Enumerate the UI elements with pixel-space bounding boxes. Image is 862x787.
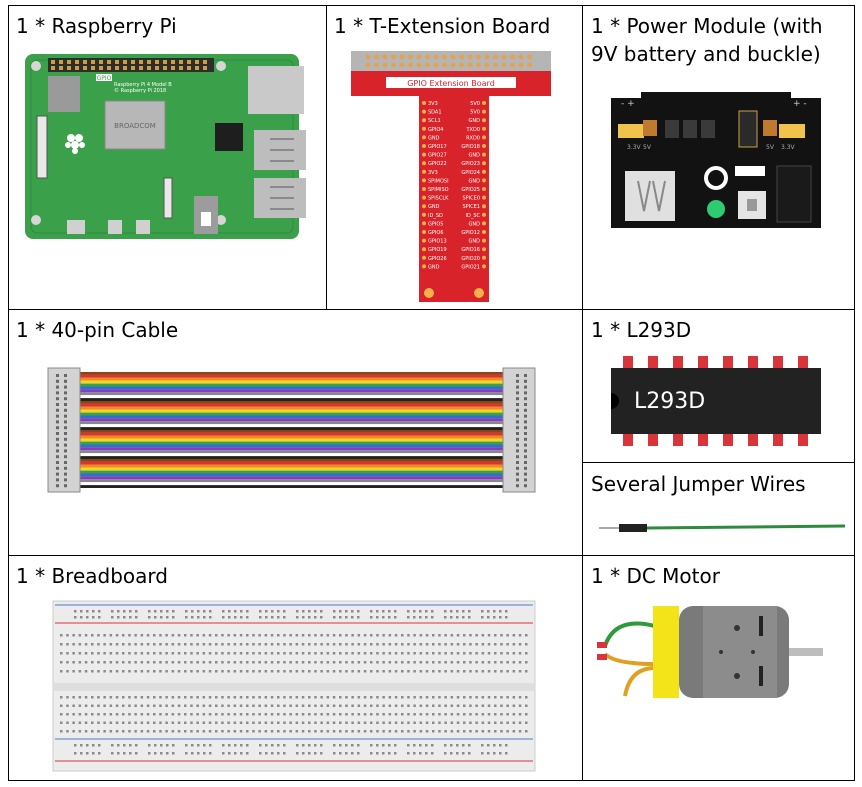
grid-line-left [8, 5, 9, 781]
t-pin-right: 5V0 [470, 110, 480, 116]
grid-line-right [854, 5, 855, 781]
chip-brand-text: BROADCOM [114, 122, 156, 130]
t-pin-left: 3V3 [428, 170, 438, 176]
dc-motor-image [597, 606, 823, 698]
grid-line-bottom [8, 780, 855, 781]
gpio-tag: GPIO [97, 75, 112, 82]
cell-power-module: 1 * Power Module (with 9V battery and bu… [583, 6, 854, 308]
t-pin-left: ID_SD [428, 213, 443, 219]
pm-v-right2: 5V [766, 144, 775, 151]
t-pin-left: GND [428, 264, 440, 270]
t-pin-left: GPIO22 [428, 161, 447, 167]
t-pin-right: RXD0 [466, 135, 480, 141]
svg-text:+ -: + - [793, 99, 807, 109]
t-pin-right: GPIO12 [461, 230, 480, 236]
t-pin-right: GPIO16 [461, 247, 480, 253]
t-pin-left: SDA1 [428, 110, 442, 116]
power-module-image: - + + - 3.3V 5V 3.3V 5V [611, 92, 821, 228]
t-pin-right: GND [469, 118, 481, 124]
t-pin-right: GND [469, 221, 481, 227]
pm-v-left: 3.3V [627, 144, 642, 151]
cell-raspberry-pi: 1 * Raspberry Pi BROADCOM GPIO Raspberry… [8, 6, 326, 308]
t-pin-right: TXD0 [465, 127, 480, 133]
t-pin-left: SPIMOSI [428, 178, 449, 184]
t-pin-left: GPIO13 [428, 239, 447, 245]
t-pin-right: GPIO20 [461, 256, 480, 262]
t-pin-left: SPISCLK [428, 196, 449, 202]
grid-line-top [8, 5, 855, 6]
t-pin-right: ID_SC [466, 213, 481, 219]
svg-text:- +: - + [621, 99, 635, 109]
grid-line-row1 [8, 309, 855, 310]
pm-v-left2: 5V [643, 144, 652, 151]
grid-line-col2 [582, 5, 583, 781]
t-pin-left: GPIO19 [428, 247, 447, 253]
t-pin-right: GPIO21 [461, 264, 480, 270]
t-pin-left: GPIO27 [428, 153, 447, 159]
cable-image [47, 367, 536, 493]
grid-line-row2 [8, 555, 855, 556]
model-line2: © Raspberry Pi 2018 [114, 87, 166, 94]
breadboard-image [52, 600, 536, 772]
t-pin-left: GPIO17 [428, 144, 447, 150]
l293d-image: L293D [611, 356, 821, 446]
label-jumper: Several Jumper Wires [591, 472, 806, 496]
label-dc-motor: 1 * DC Motor [591, 564, 720, 588]
t-pin-right: GPIO24 [461, 170, 480, 176]
t-pin-left: GPIO6 [428, 230, 443, 236]
jumper-image [599, 524, 846, 532]
label-l293d: 1 * L293D [591, 318, 692, 342]
t-pin-left: SPIMISO [428, 187, 449, 193]
t-pin-right: 5V0 [470, 101, 480, 107]
t-pin-right: SPICE0 [463, 196, 481, 202]
t-pin-left: SCL1 [428, 118, 441, 124]
cell-jumper: Several Jumper Wires [583, 464, 854, 554]
t-pin-right: GND [469, 239, 481, 245]
grid-line-l293d-jumper [582, 462, 855, 463]
pm-v-right: 3.3V [781, 144, 796, 151]
t-board-title: GPIO Extension Board [407, 79, 495, 88]
t-pin-left: GND [428, 204, 440, 210]
t-pin-left: GPIO26 [428, 256, 447, 262]
chip-marking: L293D [634, 389, 705, 414]
label-power-module: 1 * Power Module (with 9V battery and bu… [591, 14, 823, 66]
t-pin-right: GPIO25 [461, 187, 480, 193]
t-pin-left: GPIO4 [428, 127, 443, 133]
raspberry-pi-image: BROADCOM GPIO Raspberry Pi 4 Model B © R… [25, 54, 306, 239]
t-pin-left: 3V3 [428, 101, 438, 107]
label-breadboard: 1 * Breadboard [16, 564, 168, 588]
t-pin-right: SPICE1 [463, 204, 481, 210]
cell-l293d: 1 * L293D L293D [583, 310, 854, 462]
t-pin-right: GND [469, 178, 481, 184]
t-pin-right: GPIO23 [461, 161, 480, 167]
label-raspberry-pi: 1 * Raspberry Pi [16, 14, 177, 38]
label-t-extension: 1 * T-Extension Board [334, 14, 551, 38]
cell-cable: 1 * 40-pin Cable [8, 310, 582, 554]
t-pin-left: GPIO5 [428, 221, 443, 227]
grid-line-col1 [326, 5, 327, 310]
label-cable: 1 * 40-pin Cable [16, 318, 179, 342]
t-pin-right: GPIO18 [461, 144, 480, 150]
t-pin-right: GND [469, 153, 481, 159]
cell-breadboard: 1 * Breadboard [8, 556, 582, 780]
model-line1: Raspberry Pi 4 Model B [114, 82, 172, 88]
cell-t-extension: 1 * T-Extension Board GPIO Extension Boa… [326, 6, 582, 308]
t-pin-left: GND [428, 135, 440, 141]
raspberry-logo-icon [65, 134, 85, 154]
cell-dc-motor: 1 * DC Motor [583, 556, 854, 780]
